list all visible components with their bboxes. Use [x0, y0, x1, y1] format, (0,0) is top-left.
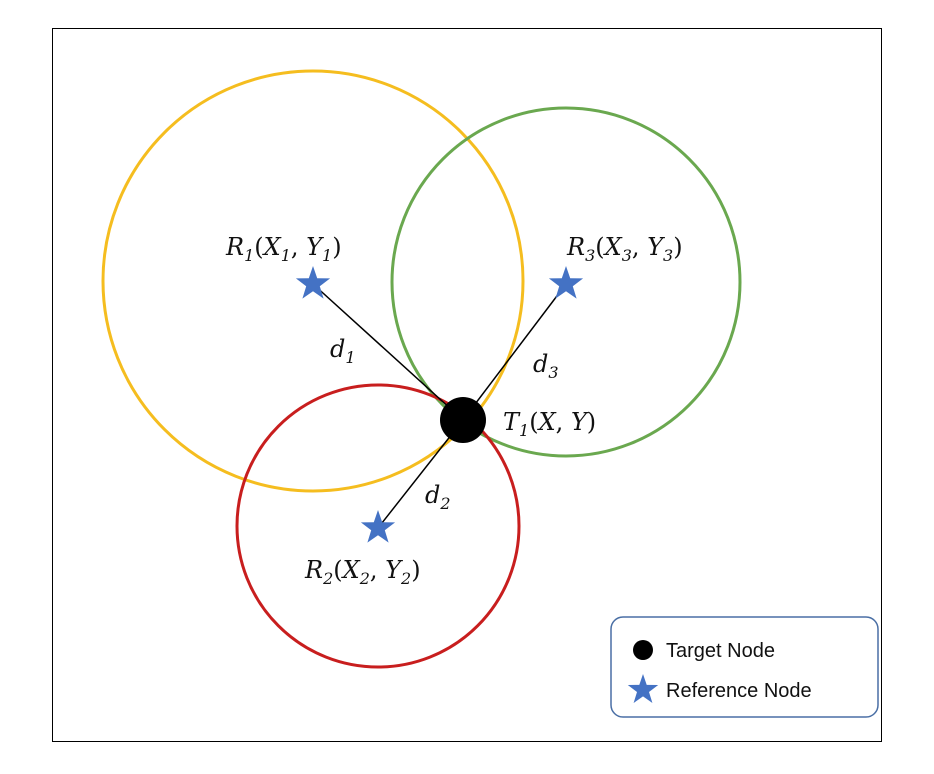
reference-node-star-2 — [360, 510, 396, 543]
range-circle-1 — [101, 69, 525, 493]
r1-label: R1(X1, Y1) — [225, 233, 342, 265]
target-node — [440, 397, 486, 443]
legend: Target Node Reference Node — [610, 616, 879, 718]
legend-box — [610, 616, 879, 718]
distance-line-3 — [462, 283, 567, 421]
r2-label: R2(X2, Y2) — [304, 556, 421, 588]
reference-node-star-1 — [295, 266, 331, 299]
legend-reference-label: Reference Node — [666, 680, 812, 702]
range-circle-3 — [390, 106, 742, 458]
d3-label: d3 — [533, 350, 559, 382]
reference-node-star-3 — [548, 266, 584, 299]
d1-label: d1 — [330, 335, 356, 367]
d2-label: d2 — [425, 481, 451, 513]
t1-label: T1(X, Y) — [503, 408, 596, 440]
range-circle-2 — [235, 383, 521, 669]
legend-reference-star-icon — [627, 674, 659, 703]
r3-label: R3(X3, Y3) — [566, 233, 683, 265]
legend-target-node-icon — [633, 640, 653, 660]
distance-line-1 — [312, 283, 464, 421]
legend-target-label: Target Node — [666, 640, 775, 662]
